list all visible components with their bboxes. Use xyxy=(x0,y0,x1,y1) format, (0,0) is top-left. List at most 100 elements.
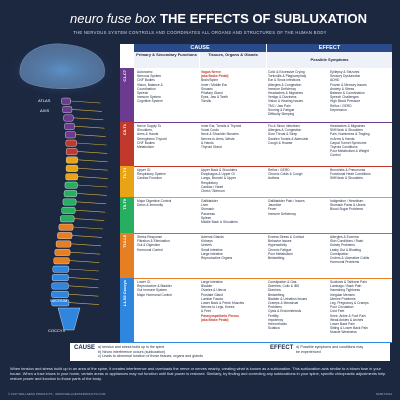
legend-cause-label: CAUSE xyxy=(74,345,96,351)
row-band: C1-C7 xyxy=(120,68,134,122)
list-item: Colic & Excessive Crying xyxy=(268,70,305,74)
legend-effect-e: be experienced xyxy=(296,349,321,354)
list-item: Hamstring Tightness xyxy=(330,288,361,293)
list-item: Brain/Spine xyxy=(201,78,219,83)
list-item: Cardiac / Heart xyxy=(201,184,224,189)
list-item: Blood Sugar Problems xyxy=(330,207,363,212)
legend-effect-d: d) Possible symptoms and conditions may xyxy=(296,345,364,349)
vertebra xyxy=(51,274,69,281)
list-item: Control xyxy=(330,153,341,158)
nerve-branch xyxy=(71,109,102,112)
list-item: Poor Circulation xyxy=(330,305,354,310)
list-item: Esophagus & Upper GI xyxy=(201,172,235,177)
list-item: Bladder & Urination Issues xyxy=(268,296,308,301)
list-item: Large Intestine xyxy=(201,280,223,284)
list-item: Respiratory System xyxy=(137,172,166,177)
atlas-label: ATLAS xyxy=(38,98,51,103)
list-item: Pancreas xyxy=(201,211,215,216)
list-item: & Feet xyxy=(201,309,211,314)
list-item: CNF Bodies xyxy=(137,78,155,83)
list-item: Vision, Balance & xyxy=(137,82,163,87)
nerve-branch xyxy=(73,226,104,230)
list-item: Strengthens Thyroid xyxy=(137,136,167,141)
nerve-branch xyxy=(71,243,102,247)
list-item: Headaches & Migraines xyxy=(268,91,304,96)
vertebrae-column xyxy=(51,97,81,331)
nerve-branch xyxy=(77,151,108,154)
list-item: Coordination xyxy=(137,86,156,91)
list-item: Problems xyxy=(268,305,282,310)
list-item: Ureters xyxy=(201,243,212,248)
nerve-branch xyxy=(76,201,107,205)
list-item: Balance & Coordination xyxy=(330,91,365,96)
list-item: Weak Ankles & Arches xyxy=(330,317,364,322)
list-item: Bedwetting xyxy=(268,292,285,297)
list-item: Fertility xyxy=(268,313,279,318)
list-item: Small Intestine xyxy=(201,247,223,252)
nerve-branch xyxy=(77,159,108,163)
list-item: Speech xyxy=(137,91,149,96)
list-item: Functional Heart Conditions xyxy=(330,172,371,177)
list-item: Major Hormonal Control xyxy=(137,292,172,297)
list-item: Indigestion / Heartburn xyxy=(330,199,364,203)
copyright: © 2017 WELLNESS PRODUCTS · WWW.WELLNESSP… xyxy=(8,392,106,396)
list-item: Sore Throat & Strep xyxy=(268,132,298,137)
brand-title: neuro fuse box xyxy=(70,11,157,26)
spinal-nerves xyxy=(68,100,108,305)
vertebra xyxy=(60,215,75,223)
row-band: T5-T9 xyxy=(120,197,134,233)
effects-table xyxy=(120,44,392,342)
vertebra xyxy=(51,282,69,290)
nerve-branch xyxy=(73,117,104,121)
row-divider xyxy=(120,278,392,279)
list-item: Upper Back & Shoulders xyxy=(201,168,238,172)
row-divider xyxy=(120,233,392,234)
list-item: Reflux / GERD xyxy=(330,103,352,108)
nerve-branch xyxy=(68,302,100,305)
list-item: Scoliosis & Tailbone Pain xyxy=(330,280,367,284)
list-item: (aka Brake Pedal) xyxy=(201,317,229,322)
list-item: Bladder xyxy=(201,284,213,289)
list-item: TMJ / Jaw Pain xyxy=(268,103,291,108)
nerve-branch xyxy=(77,176,108,179)
nerve-branch xyxy=(77,167,108,171)
list-item: Swollen Tonsils & Adenoids xyxy=(268,136,309,141)
list-item: Fever xyxy=(268,207,277,212)
brain-shape xyxy=(19,43,105,89)
list-item: Vocal Cords xyxy=(201,128,219,133)
row-band-label: T5-T9 xyxy=(122,199,127,210)
list-item: Leg, Pregnancy & Cramps xyxy=(330,301,369,306)
list-item: Autonomic xyxy=(137,70,153,74)
coccyx-label: COCCYX xyxy=(48,328,65,333)
list-item: Middle Back & Shoulders xyxy=(201,220,238,225)
page-title: THE EFFECTS OF SUBLUXATION xyxy=(160,11,368,26)
list-item: Stomach Pains & Ulcers xyxy=(330,203,366,208)
list-item: Lumbar Fascia xyxy=(201,296,223,301)
nerve-branch xyxy=(69,260,100,263)
cause-header: CAUSE xyxy=(134,44,266,52)
list-item: Kidney Problems xyxy=(330,243,355,248)
vertebra xyxy=(65,148,78,156)
list-item: Sensory Dysfunction xyxy=(330,74,361,79)
nerve-branch xyxy=(77,184,108,188)
nerve-branch xyxy=(75,209,106,213)
primary-functions-header: Primary & Secondary Functions xyxy=(134,52,199,68)
vertebra xyxy=(54,248,71,256)
list-item: Liver xyxy=(201,203,209,208)
list-item: Reproductive & Bladder xyxy=(137,284,172,289)
vertebra xyxy=(55,240,72,248)
list-item: Allergies & Congestion xyxy=(268,82,302,87)
page-subtitle: THE NERVOUS SYSTEM CONTROLS AND COORDINA… xyxy=(73,30,327,35)
list-item: in Arms & Hands xyxy=(330,136,355,141)
list-item: Chronic Fatigue xyxy=(268,247,292,252)
